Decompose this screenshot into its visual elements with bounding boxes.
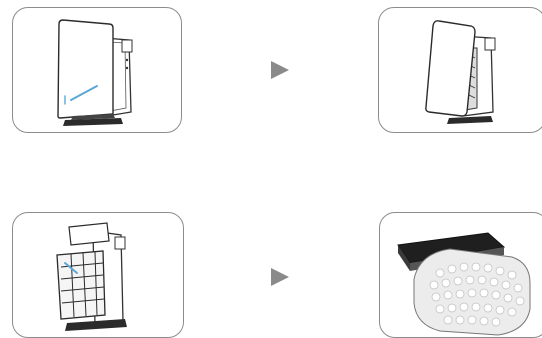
air-purifier-panel-removed-icon <box>379 8 542 133</box>
filter-unwrapped-icon <box>380 213 542 338</box>
next-step-arrow-icon <box>271 61 289 79</box>
step-2-panel <box>378 7 542 133</box>
step-3-panel <box>12 212 184 338</box>
air-purifier-front-icon <box>13 8 182 133</box>
air-purifier-filter-removed-icon <box>13 213 184 338</box>
step-4-panel <box>379 212 542 338</box>
step-1-panel <box>12 7 182 133</box>
next-step-arrow-icon <box>271 268 289 286</box>
